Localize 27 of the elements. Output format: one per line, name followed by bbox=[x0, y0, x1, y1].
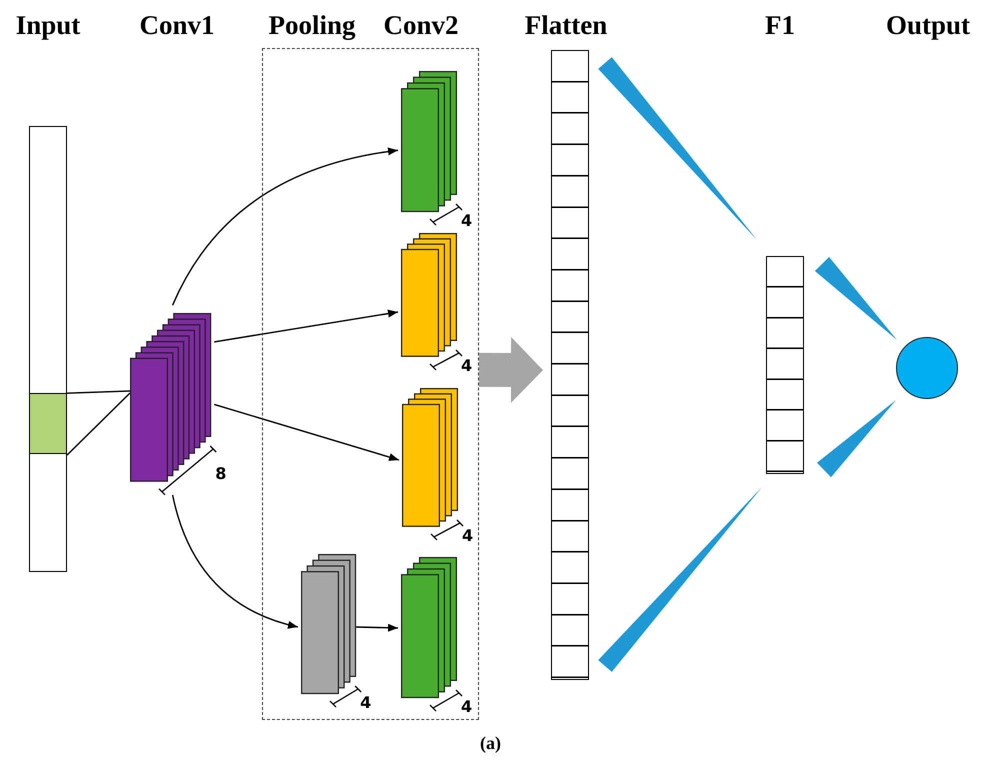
dimension-label: 4 bbox=[461, 357, 472, 376]
vector-column bbox=[29, 126, 67, 572]
vector-column bbox=[551, 50, 589, 680]
connection-wedge bbox=[598, 57, 762, 672]
dimension-label: 8 bbox=[215, 465, 226, 484]
column-heading: Conv2 bbox=[384, 10, 458, 40]
block-arrow bbox=[478, 337, 543, 403]
column-heading: Pooling bbox=[268, 10, 356, 40]
arrow bbox=[172, 148, 398, 306]
connection-wedge bbox=[814, 257, 897, 478]
dimension-label: 4 bbox=[461, 212, 472, 230]
column-heading: Output bbox=[886, 10, 970, 40]
dimension-label: 4 bbox=[360, 694, 372, 712]
arrow bbox=[172, 494, 298, 628]
column-heading: Flatten bbox=[524, 10, 608, 40]
connector-line bbox=[66, 390, 131, 456]
arrow bbox=[214, 404, 400, 461]
dimension-label: 4 bbox=[461, 698, 472, 716]
dashed-group-border bbox=[262, 48, 479, 720]
column-heading: Conv1 bbox=[140, 10, 214, 40]
column-heading: F1 bbox=[765, 10, 795, 40]
column-heading: Input bbox=[16, 10, 80, 40]
dimension-label: 4 bbox=[462, 527, 474, 546]
arrow bbox=[214, 310, 398, 343]
vector-column bbox=[766, 256, 804, 474]
caption: (a) bbox=[480, 733, 501, 754]
arrow bbox=[356, 624, 398, 632]
